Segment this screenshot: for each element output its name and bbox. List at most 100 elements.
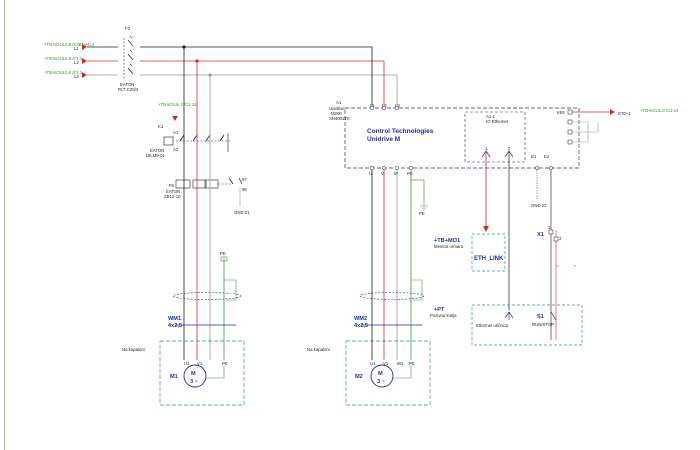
terminal-sto-4: [567, 139, 573, 145]
ethernet-socket-icon: [504, 311, 514, 320]
a11-desc: IO Ethernet: [486, 119, 509, 124]
pt-socket: Ethernet utičnica: [476, 323, 509, 328]
f6-type: ZB12-10: [164, 194, 181, 199]
terminal-sto-3: [567, 129, 573, 135]
eth-desc: Meritna ormara: [434, 244, 464, 249]
k1-coil: [163, 136, 174, 146]
supply-ref-2: +TB-KOUL0.8 /F1.1: [44, 56, 83, 61]
m1-u: U1: [184, 361, 190, 366]
terminal-w: [394, 165, 400, 171]
terminal-e1: [534, 165, 540, 171]
arrow-icon: [610, 109, 615, 115]
gnd-g1: GND:21: [234, 210, 250, 215]
m1-phase: 3 ~: [190, 379, 199, 385]
terminal-sto-2: [567, 119, 573, 125]
a1-term-e2: E2: [544, 154, 550, 159]
m1-tag: M1: [170, 374, 178, 380]
supply-ref-3: +TB-KOUL0.8 /F1.1: [44, 70, 83, 75]
m2-letter: M: [378, 371, 383, 377]
a1-desc2: M200: [331, 111, 342, 116]
drive-pe-label: PE: [419, 211, 425, 216]
eth-ref: +TB+MO1: [434, 238, 460, 244]
s1-tag: S1: [537, 314, 544, 320]
supply-label-l3: L3: [74, 74, 79, 79]
terminal-sto-1: [567, 109, 573, 115]
f6-t95: 97: [242, 177, 247, 182]
k1-maker: EATON: [150, 148, 164, 153]
f6-aux: [228, 177, 243, 185]
wire-mark-1: *: [557, 264, 559, 269]
f6-element: [192, 179, 206, 189]
s1-desc: RUN/STOP: [532, 322, 554, 327]
a11-port-1: 1: [485, 146, 488, 151]
m2-w: W1: [397, 361, 404, 366]
x1-terminal-1: [548, 229, 554, 235]
drive-a1-box: [344, 107, 580, 169]
motor-m1-box: [159, 340, 245, 406]
f3-tag: F3: [125, 26, 131, 31]
pt-frame: [471, 304, 583, 346]
terminal-u: [369, 165, 375, 171]
arrow-icon: [82, 58, 87, 64]
a1-title1: Control Technologies: [367, 128, 434, 135]
k1-contacts: [179, 134, 225, 142]
terminal-v: [381, 165, 387, 171]
motor-m1-symbol: [183, 364, 207, 388]
f6-tag: F6: [169, 183, 175, 188]
f3-type: PLT-C20/3: [118, 87, 139, 92]
contactor-k1: +TB-KOUL.3 /C2.14 K1 A1 A2 EATON DILM9-0…: [146, 102, 230, 158]
sto-label: STO-1: [618, 111, 631, 116]
supply-lines: +TB-KOUL0.8 /K3BNAC.2 L1 +TB-KOUL0.8 /F1…: [44, 42, 397, 79]
drive-a1: A1 Unidrive M200 SN4001TK Control Techno…: [329, 47, 679, 176]
a1-term-u: U: [369, 171, 372, 176]
f3-x-marks: [129, 35, 133, 67]
f3-maker: EATON: [120, 82, 134, 87]
terminal-pe: [408, 165, 414, 171]
m1-pe-wire: [206, 365, 225, 379]
arrow-icon: [82, 72, 87, 78]
arrow-down-icon: [172, 116, 178, 121]
m1-v: V1: [197, 361, 203, 366]
m2-phase: 3 ~: [377, 379, 386, 385]
k1-a2: A2: [173, 147, 179, 152]
m2-note: Na kapaloni: [307, 347, 330, 352]
supply-ref-1: +TB-KOUL0.8 /K3BNAC.2: [44, 42, 95, 47]
motor-m2-symbol: [370, 364, 394, 388]
m2-pe: PE: [409, 361, 415, 366]
m1-note: Na kapaloni: [122, 347, 145, 352]
m2-v: V1: [383, 361, 389, 366]
m1-letter: M: [191, 371, 196, 377]
x1-t2: 2: [559, 236, 562, 241]
m2-u: U1: [370, 361, 376, 366]
arrow-icon: [82, 44, 87, 50]
f6-element: [205, 179, 219, 189]
ethernet-port-icon: [481, 150, 514, 158]
s1-switch: [550, 311, 557, 321]
m2-pe-wire: [393, 365, 412, 379]
cable-shield-wm2: [359, 292, 425, 300]
pe-label-top: PE: [220, 251, 226, 256]
x1-terminal-2: [553, 236, 559, 242]
motor2-feeder: WM2 4x2,5: [354, 170, 425, 360]
ground-icon: [420, 205, 428, 211]
m2-tag: M2: [355, 374, 363, 380]
a1-term-e1: E1: [531, 154, 537, 159]
a1-desc3: SN4001TK: [329, 116, 350, 121]
k1-tag: K1: [158, 124, 164, 129]
wire-sto-bridge2: [572, 122, 599, 133]
wm1-spec: 4x2,5: [168, 323, 182, 329]
wm1-tag: WM1: [168, 316, 181, 322]
a1-term-v: V: [381, 171, 384, 176]
f6-maker: EATON: [166, 189, 180, 194]
a1-term-l3: L3: [395, 103, 400, 108]
wm2-spec: 4x2,5: [354, 323, 368, 329]
f6-element: [175, 179, 191, 189]
terminal-l1: [369, 105, 375, 111]
a1-term-pe: PE: [407, 171, 413, 176]
a1-title2: Unidrive M: [367, 136, 400, 143]
overload-f6: F6 EATON ZB12-10 97 96 GND:21: [164, 177, 250, 215]
a1-term-w: W: [394, 171, 399, 176]
gnd-g2: GND:22: [531, 203, 547, 208]
shield-wire-2: [411, 279, 423, 301]
